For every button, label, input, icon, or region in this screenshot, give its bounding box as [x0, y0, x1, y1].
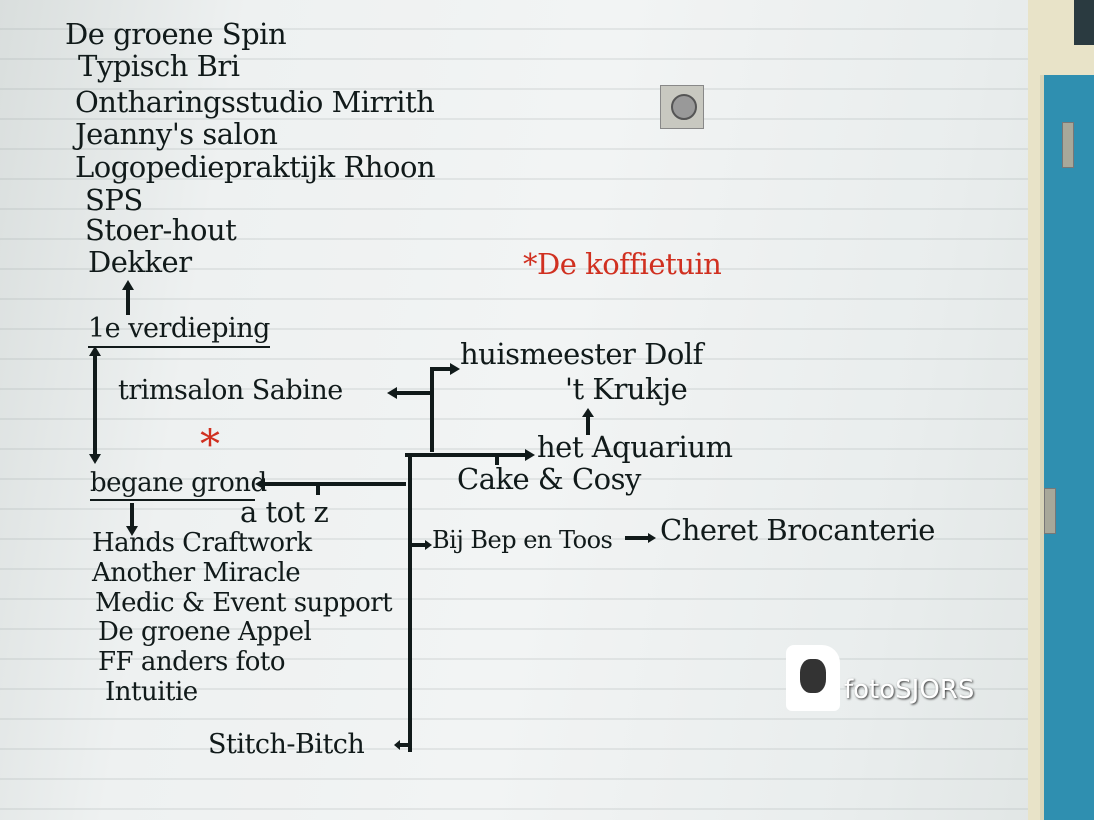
tenant-ground: Hands Craftwork [92, 528, 312, 558]
red-asterisk: * [523, 247, 538, 281]
tenant-ground: Another Miracle [92, 558, 301, 588]
tenant-upper: Logopediepraktijk Rhoon [75, 150, 436, 184]
tenant-upper: Ontharingsstudio Mirrith [75, 85, 435, 119]
koffietuin-label: *De koffietuin [523, 247, 722, 281]
tenant-upper: De groene Spin [65, 17, 287, 51]
brick-wall [0, 0, 1030, 820]
wall-fixture [660, 85, 704, 129]
window [1074, 0, 1094, 45]
aquarium-label: het Aquarium [537, 430, 733, 464]
cheret-label: Cheret Brocanterie [660, 513, 935, 547]
ground-floor-label: begane grond [90, 468, 267, 498]
door-hinge [1044, 488, 1056, 534]
red-asterisk: * [200, 422, 220, 468]
tenant-ground: De groene Appel [98, 617, 312, 647]
tenant-upper: Jeanny's salon [75, 117, 278, 151]
bij-bep-label: Bij Bep en Toos [432, 526, 613, 554]
tenant-ground: Intuitie [105, 677, 198, 707]
tenant-upper: Typisch Bri [78, 49, 240, 83]
tenant-upper: SPS [85, 183, 143, 217]
logo-face-icon [786, 645, 840, 711]
blue-door [1040, 75, 1094, 820]
floor-1-label: 1e verdieping [88, 313, 270, 344]
watermark-text: fotoSJORS [844, 675, 975, 705]
huismeester-label: huismeester Dolf [460, 337, 703, 371]
door-hinge [1062, 122, 1074, 168]
cake-cosy-label: Cake & Cosy [457, 462, 641, 496]
watermark-logo: fotoSJORS [786, 645, 974, 711]
a-tot-z-label: a tot z [240, 495, 329, 529]
tenant-upper: Stoer-hout [85, 213, 237, 247]
tenant-ground: Medic & Event support [95, 588, 393, 618]
trimsalon-label: trimsalon Sabine [118, 375, 343, 406]
tenant-upper: Dekker [88, 245, 192, 279]
krukje-label: 't Krukje [565, 372, 688, 406]
tenant-ground: FF anders foto [98, 647, 286, 677]
koffietuin-text: De koffietuin [537, 247, 722, 281]
stitch-bitch-label: Stitch-Bitch [208, 729, 365, 760]
